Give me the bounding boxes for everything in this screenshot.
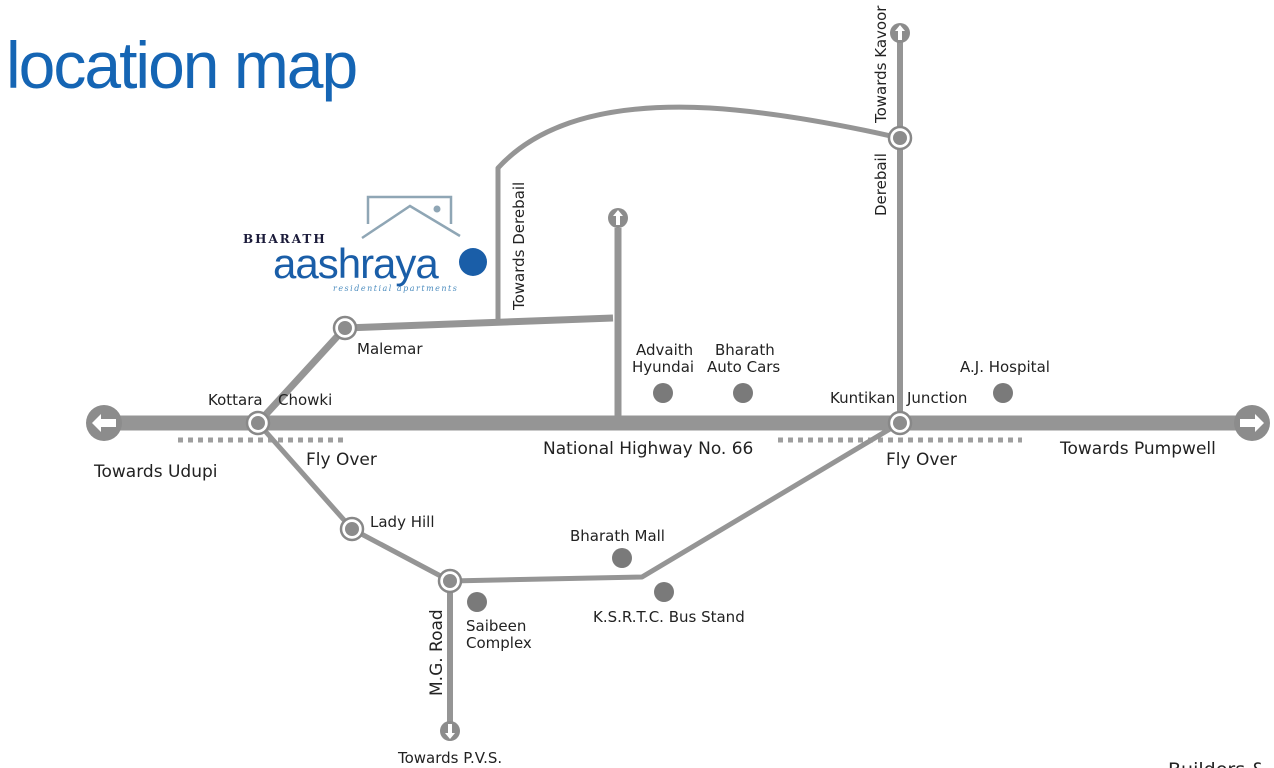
junction-node-lady-hill: [339, 516, 365, 542]
logo-dot: [459, 248, 487, 276]
arrow-right-icon: [1234, 405, 1270, 441]
brand-top-text: BHARATH: [243, 232, 327, 246]
arrow-left-icon: [86, 405, 122, 441]
label-junction: Junction: [906, 389, 967, 407]
label-bharath-auto-line2: Auto Cars: [707, 358, 780, 376]
logo-house-frame: [366, 195, 453, 224]
arrow-up-icon: [608, 208, 628, 228]
logo-house-window: [433, 205, 441, 213]
label-ksrtc: K.S.R.T.C. Bus Stand: [593, 608, 745, 626]
brand-logo: BHARATH aashraya residential apartments: [243, 195, 487, 293]
label-advaith-line2: Hyundai: [632, 358, 694, 376]
footer-text: Builders &: [1168, 759, 1266, 768]
label-malemar: Malemar: [357, 340, 423, 358]
junction-node-kottara: [245, 410, 271, 436]
roads: [110, 42, 1252, 722]
junction-node-mg-road: [437, 568, 463, 594]
label-derebail: Derebail: [872, 153, 890, 216]
logo-house-roof: [361, 204, 461, 240]
label-towards-kavoor: Towards Kavoor: [872, 5, 890, 124]
label-national-highway: National Highway No. 66: [543, 439, 753, 459]
junction-nodes: [245, 125, 913, 594]
towards-derebail-road: [495, 104, 901, 322]
landmark-markers: [467, 383, 1013, 612]
landmark-marker-bharath-mall: [612, 548, 632, 568]
kottara-malemar-road: [255, 325, 348, 426]
label-towards-pvs: Towards P.V.S.: [397, 749, 502, 767]
label-chowki: Chowki: [278, 391, 332, 409]
junction-node-derebail: [887, 125, 913, 151]
label-saibeen-line1: Saibeen: [466, 617, 526, 635]
label-advaith-line1: Advaith: [636, 341, 693, 359]
label-fly-over-left: Fly Over: [306, 450, 377, 470]
bharath-mall-road: [449, 420, 902, 584]
label-saibeen-line2: Complex: [466, 634, 532, 652]
landmark-marker-saibeen-complex: [467, 592, 487, 612]
label-fly-over-right: Fly Over: [886, 450, 957, 470]
landmark-marker-advaith-hyundai: [653, 383, 673, 403]
endpoints: [86, 23, 1270, 741]
lady-hill-road: [256, 421, 452, 584]
label-kottara: Kottara: [208, 391, 263, 409]
arrow-up-icon: [890, 23, 910, 43]
page-title: location map: [6, 28, 356, 102]
label-bharath-auto-line1: Bharath: [715, 341, 775, 359]
arrow-down-icon: [440, 721, 460, 741]
malemar-road: [344, 314, 614, 332]
label-aj-hospital: A.J. Hospital: [960, 358, 1050, 376]
label-kuntikan: Kuntikan: [830, 389, 895, 407]
junction-node-malemar: [332, 315, 358, 341]
label-bharath-mall: Bharath Mall: [570, 527, 665, 545]
label-towards-derebail: Towards Derebail: [510, 182, 528, 311]
landmark-marker-bharath-auto-cars: [733, 383, 753, 403]
landmark-marker-ksrtc: [654, 582, 674, 602]
label-towards-udupi: Towards Udupi: [93, 462, 217, 482]
landmark-marker-aj-hospital: [993, 383, 1013, 403]
junction-node-kuntikan: [887, 410, 913, 436]
label-lady-hill: Lady Hill: [370, 513, 435, 531]
brand-sub-text: residential apartments: [333, 284, 458, 293]
label-mg-road: M.G. Road: [427, 609, 447, 696]
label-towards-pumpwell: Towards Pumpwell: [1059, 439, 1216, 459]
brand-main-text: aashraya: [273, 240, 439, 287]
